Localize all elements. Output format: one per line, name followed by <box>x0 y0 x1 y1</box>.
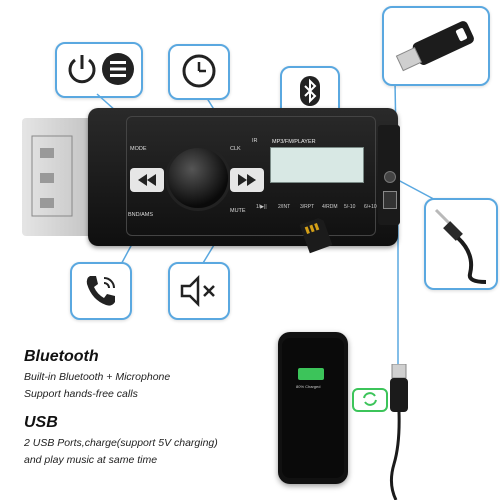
power-icon <box>68 55 96 84</box>
preset-6[interactable]: 6/+10 <box>364 204 377 210</box>
battery-indicator <box>298 368 324 380</box>
power-menu-callout <box>55 42 143 98</box>
usb-stick-callout <box>382 6 490 86</box>
usb-stick-icon <box>395 21 474 72</box>
usb-port[interactable] <box>383 191 397 209</box>
preset-1[interactable]: 1/▶|| <box>256 204 267 210</box>
bluetooth-icon <box>300 76 320 106</box>
lcd-display <box>270 147 364 183</box>
mute-icon <box>180 274 215 308</box>
phone-call-icon <box>86 276 115 306</box>
band-button[interactable]: BND/AMS <box>128 212 154 218</box>
preset-5[interactable]: 5/-10 <box>344 204 356 210</box>
aux-cable-icon <box>434 208 487 284</box>
charge-status-text: 80% Charged <box>296 384 321 389</box>
clock-callout <box>168 44 230 100</box>
aux-port[interactable] <box>384 171 396 183</box>
sd-card-icon <box>299 218 333 254</box>
mute-button[interactable]: MUTE <box>230 208 246 214</box>
display-label: MP3/FM/PLAYER <box>272 139 316 145</box>
rewind-icon <box>138 174 156 186</box>
volume-knob[interactable] <box>168 148 228 208</box>
clk-button[interactable]: CLK <box>230 146 241 152</box>
smartphone: 80% Charged <box>278 332 348 484</box>
ir-label: IR <box>252 138 258 144</box>
menu-icon <box>102 53 134 85</box>
bluetooth-title: Bluetooth <box>24 348 99 365</box>
mute-callout <box>168 262 230 320</box>
side-ports <box>378 125 400 225</box>
preset-4[interactable]: 4/RDM <box>322 204 338 210</box>
preset-2[interactable]: 2/INT <box>278 204 291 210</box>
preset-row: 1/▶|| 2/INT 3/RPT 4/RDM 5/-10 6/+10 <box>256 200 386 216</box>
phone-screen: 80% Charged <box>282 338 344 478</box>
usb-title: USB <box>24 414 58 431</box>
bluetooth-line-2: Support hands-free calls <box>24 388 138 400</box>
preset-3[interactable]: 3/RPT <box>300 204 315 210</box>
charging-icon <box>363 392 377 406</box>
forward-icon <box>238 174 256 186</box>
usb-line-2: and play music at same time <box>24 454 158 466</box>
phone-callout <box>70 262 132 320</box>
usb-line-1: 2 USB Ports,charge(support 5V charging) <box>24 437 218 449</box>
usb-cable-icon <box>389 364 408 500</box>
aux-cable-callout <box>424 198 498 290</box>
bluetooth-line-1: Built-in Bluetooth + Microphone <box>24 371 171 383</box>
mode-button[interactable]: MODE <box>130 146 147 152</box>
clock-icon <box>182 54 216 88</box>
charging-badge <box>352 388 388 412</box>
